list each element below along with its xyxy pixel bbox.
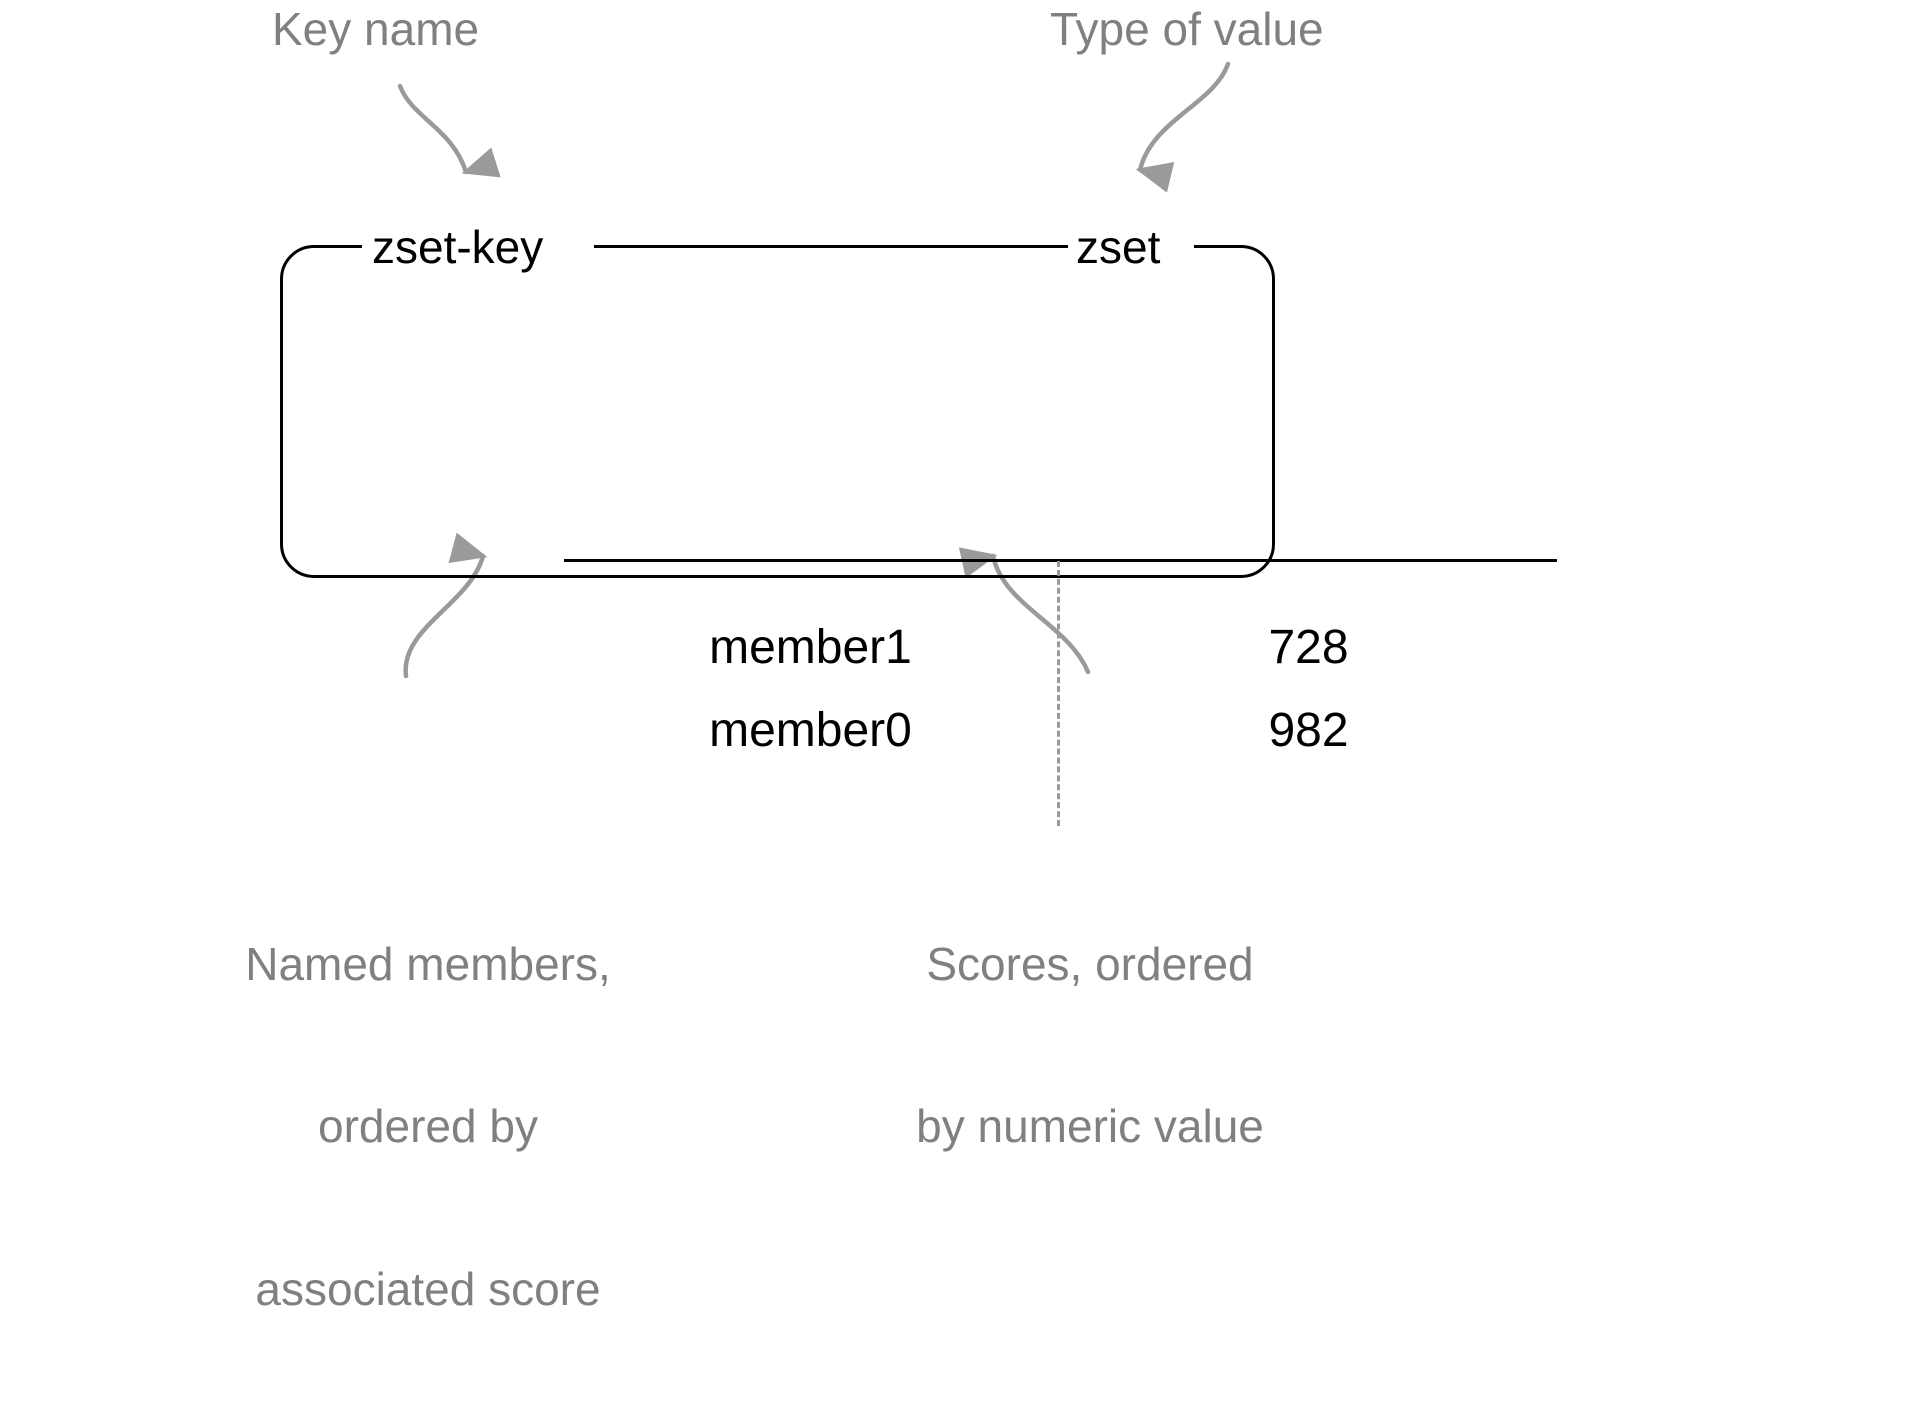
annotation-named-members-line-2: ordered by xyxy=(318,1100,538,1153)
entry-member-name: member0 xyxy=(709,704,912,757)
annotation-named-members: Named members, ordered by associated sco… xyxy=(198,828,658,1425)
arrow-key-name xyxy=(397,83,501,178)
top-border-gap-right xyxy=(1068,238,1194,254)
box-value-type-label: zset xyxy=(1076,221,1161,273)
zset-entries-table: member1 728 member0 982 xyxy=(564,561,1557,826)
annotation-named-members-line-3: associated score xyxy=(255,1263,601,1316)
entry-member-name: member1 xyxy=(709,621,912,674)
annotation-type-of-value: Type of value xyxy=(1050,3,1324,55)
zset-key-box: member1 728 member0 982 xyxy=(280,245,1557,826)
annotation-named-members-line-1: Named members, xyxy=(245,937,611,990)
annotation-scores: Scores, ordered by numeric value xyxy=(868,828,1312,1262)
table-row: member1 728 xyxy=(564,616,1557,680)
diagram-canvas: Key name Type of value Named members, or… xyxy=(245,3,1557,1316)
arrow-type-of-value xyxy=(1135,61,1231,193)
box-key-name-label: zset-key xyxy=(372,221,544,273)
entry-score-value: 982 xyxy=(1268,704,1349,757)
annotation-scores-line-1: Scores, ordered xyxy=(926,937,1254,990)
annotation-scores-line-2: by numeric value xyxy=(916,1100,1264,1153)
annotation-key-name: Key name xyxy=(272,3,480,55)
member-score-divider xyxy=(1057,561,1060,826)
top-border-gap-left xyxy=(362,238,594,254)
box-header-divider xyxy=(564,559,1557,562)
table-row: member0 982 xyxy=(564,699,1557,763)
entry-score-value: 728 xyxy=(1268,621,1349,674)
